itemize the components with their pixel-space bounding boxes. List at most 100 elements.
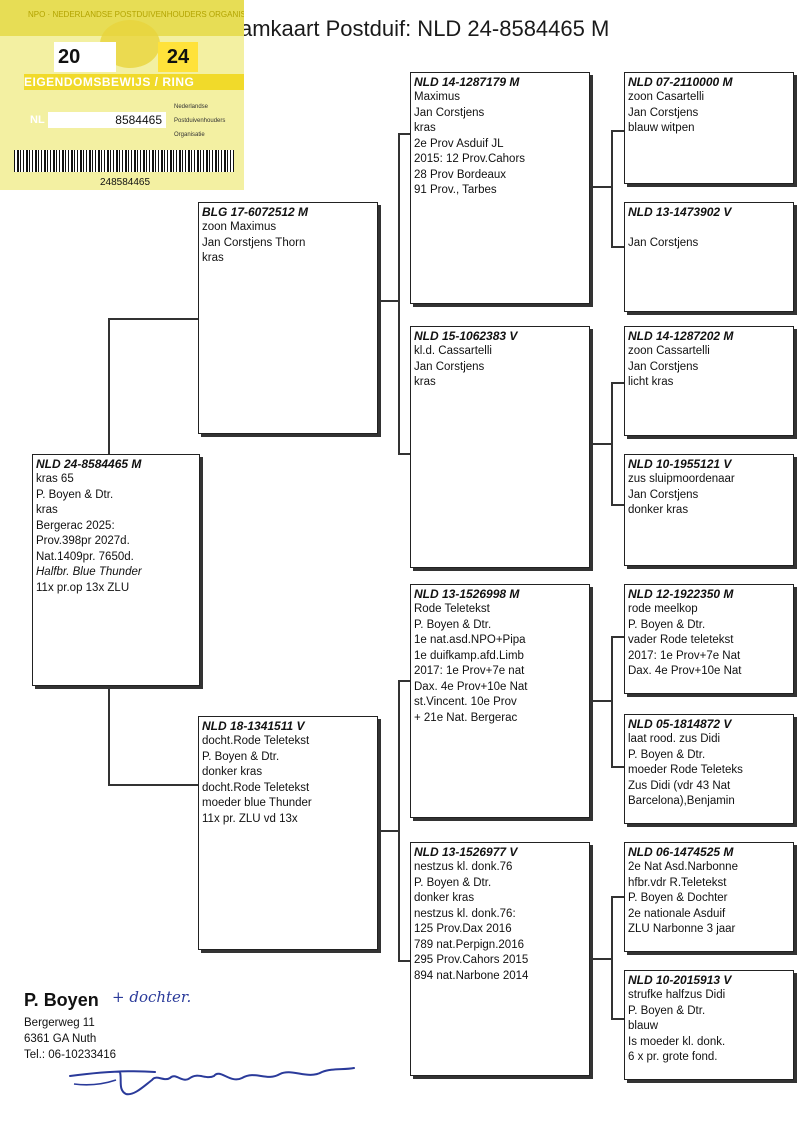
connector-line [378,300,399,302]
box-line: P. Boyen & Dtr. [628,1004,706,1017]
box-line: P. Boyen & Dtr. [628,748,706,761]
box-line: zoon Maximus [202,221,277,233]
box-line: strufke halfzus Didi [628,989,726,1001]
pigeon-box-ffm: NLD 13-1473902 V Jan Corstjens [624,202,794,312]
connector-line [398,133,400,453]
box-line: P. Boyen & Dtr. [36,488,114,501]
owner-block: P. Boyen Bergerweg 11 6361 GA Nuth Tel.:… [24,990,116,1063]
pigeon-box-ff: NLD 14-1287179 M Maximus Jan Corstjens k… [410,72,590,304]
box-header: NLD 13-1526998 M [414,587,520,601]
ring-number: 8584465 [48,112,166,128]
barcode [14,150,234,172]
box-line: Jan Corstjens [628,236,699,249]
box-line: Nat.1409pr. 7650d. [36,550,134,563]
box-line: Rode Teletekst [414,603,490,615]
pigeon-box-mmf: NLD 06-1474525 M 2e Nat Asd.Narbonne hfb… [624,842,794,952]
box-header: NLD 24-8584465 M [36,457,142,471]
box-line: blauw [628,1020,659,1032]
box-line: vader Rode teletekst [628,634,734,646]
box-line: 1e nat.asd.NPO+Pipa [414,634,526,646]
connector-line [398,680,412,682]
box-line: Halfbr. Blue Thunder [36,566,142,578]
box-header: NLD 10-2015913 V [628,973,732,987]
pigeon-box-mm: NLD 13-1526977 V nestzus kl. donk.76 P. … [410,842,590,1076]
box-line: Maximus [414,91,461,103]
box-header: NLD 13-1526977 V [414,845,518,859]
pigeon-box-mf: NLD 13-1526998 M Rode Teletekst P. Boyen… [410,584,590,818]
connector-line [611,504,626,506]
connector-line [108,318,110,456]
pigeon-box-fmm: NLD 10-1955121 V zus sluipmoordenaar Jan… [624,454,794,566]
box-line: kras [36,504,58,516]
ring-org-line: Postduivenhouders [174,118,226,124]
box-line: zoon Casartelli [628,91,705,103]
handwritten-note: + dochter. [112,988,192,1006]
box-line: Jan Corstjens Thorn [202,236,306,249]
box-line: nestzus kl. donk.76 [414,861,513,873]
pigeon-box-fff: NLD 07-2110000 M zoon Casartelli Jan Cor… [624,72,794,184]
connector-line [590,186,612,188]
box-line: 28 Prov Bordeaux [414,168,507,181]
connector-line [611,766,626,768]
connector-line [611,246,626,248]
ring-card-top-text: NPO · NEDERLANDSE POSTDUIVENHOUDERS ORGA… [28,10,244,19]
barcode-number: 248584465 [100,177,151,188]
connector-line [611,130,626,132]
box-line: Jan Corstjens [414,106,485,119]
box-line: Dax. 4e Prov+10e Nat [414,680,528,693]
ring-org: Nederlandse Postduivenhouders Organisati… [174,100,225,142]
pigeon-box-mfm: NLD 05-1814872 V laat rood. zus Didi P. … [624,714,794,824]
owner-city: 6361 GA Nuth [24,1033,97,1045]
box-line: zoon Cassartelli [628,345,710,357]
pigeon-box-fmf: NLD 14-1287202 M zoon Cassartelli Jan Co… [624,326,794,436]
owner-street: Bergerweg 11 [24,1017,95,1029]
connector-line [611,896,613,1018]
box-line: hfbr.vdr R.Teletekst [628,876,727,889]
signature-icon [69,1067,355,1096]
pigeon-box-fm: NLD 15-1062383 V kl.d. Cassartelli Jan C… [410,326,590,568]
box-header: NLD 13-1473902 V [628,205,732,219]
box-header: NLD 07-2110000 M [628,75,733,89]
connector-line [108,784,200,786]
connector-line [378,830,399,832]
box-header: NLD 06-1474525 M [628,845,734,859]
box-line: 2017: 1e Prov+7e nat [414,665,525,677]
box-line: moeder blue Thunder [202,797,312,809]
box-line: Barcelona),Benjamin [628,795,735,807]
box-line: Jan Corstjens [414,360,485,373]
owner-phone: Tel.: 06-10233416 [24,1049,117,1061]
box-line: 91 Prov., Tarbes [414,184,497,196]
box-header: NLD 10-1955121 V [628,457,732,471]
pigeon-box-mmm: NLD 10-2015913 V strufke halfzus Didi P.… [624,970,794,1080]
connector-line [398,133,412,135]
box-line: P. Boyen & Dtr. [414,618,492,631]
box-header: NLD 05-1814872 V [628,717,732,731]
ring-year-left: 20 [54,42,116,72]
box-line: + 21e Nat. Bergerac [414,711,518,724]
page-title: amkaart Postduif: NLD 24-8584465 M [240,16,610,41]
ring-country: NL [30,114,45,126]
box-line: Bergerac 2025: [36,519,115,532]
box-line: donker kras [414,892,475,904]
box-line: 125 Prov.Dax 2016 [414,923,512,935]
box-line: 894 nat.Narbone 2014 [414,969,529,982]
box-line: P. Boyen & Dtr. [628,618,706,631]
box-line: blauw witpen [628,122,695,134]
box-line: docht.Rode Teletekst [202,735,310,747]
box-line: 6 x pr. grote fond. [628,1051,718,1063]
box-line: moeder Rode Teleteks [628,764,743,776]
box-line: zus sluipmoordenaar [628,473,735,485]
ring-card: NPO · NEDERLANDSE POSTDUIVENHOUDERS ORGA… [0,0,244,190]
connector-line [611,382,626,384]
box-line: P. Boyen & Dtr. [202,750,280,763]
box-line: Zus Didi (vdr 43 Nat [628,779,731,792]
connector-line [398,453,412,455]
box-header: NLD 15-1062383 V [414,329,518,343]
box-line: Prov.398pr 2027d. [36,535,130,547]
connector-line [398,960,412,962]
box-line: kras [414,376,436,388]
pigeon-box-mff: NLD 12-1922350 M rode meelkop P. Boyen &… [624,584,794,694]
connector-line [108,318,200,320]
connector-line [398,680,400,960]
pigeon-box-mother: NLD 18-1341511 V docht.Rode Teletekst P.… [198,716,378,950]
